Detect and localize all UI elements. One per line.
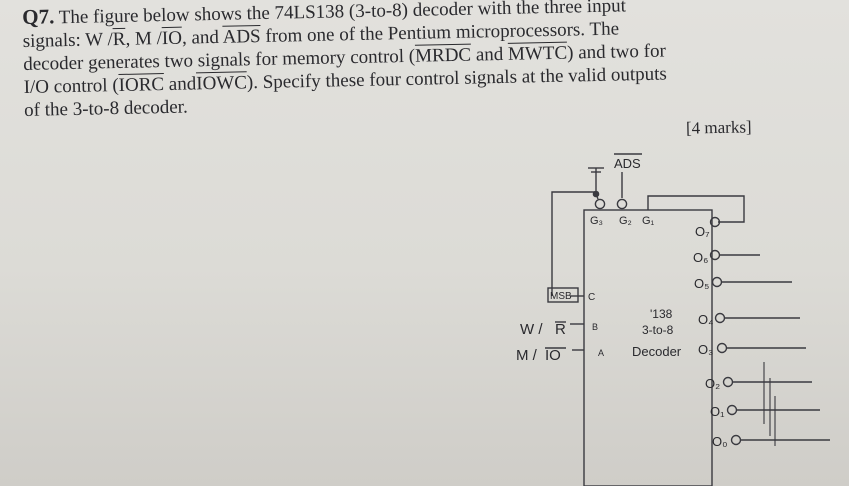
g1-feedback-wire <box>551 191 596 296</box>
chip-name: Decoder <box>632 344 682 359</box>
g1-label: G₁ <box>642 215 655 227</box>
g1-wire <box>647 195 745 223</box>
g2-bubble <box>616 198 628 210</box>
output-bubble <box>726 404 738 416</box>
output-bubble <box>709 216 721 228</box>
signal-mio-bar-label: IO <box>545 347 561 364</box>
output-bubble <box>722 376 734 388</box>
chip-number: '138 <box>650 307 673 321</box>
output-bubble <box>711 276 723 288</box>
input-c-label: C <box>588 292 595 303</box>
g3-bubble <box>594 198 606 210</box>
output-bubble <box>714 312 726 324</box>
output-o3: O₃ <box>698 342 713 357</box>
msb-label: MSB <box>550 291 572 302</box>
signal-mio-label: M / <box>516 347 538 364</box>
input-a-label: A <box>598 348 604 358</box>
output-o0: O₀ <box>712 434 728 449</box>
output-bubble <box>730 434 742 446</box>
signal-wr-label: W / <box>520 321 543 338</box>
signal-wr-bar-label: R <box>555 321 566 338</box>
input-b-label: B <box>592 322 598 332</box>
output-o4: O₄ <box>698 312 713 327</box>
output-bubble <box>716 342 728 354</box>
g3-label: G₃ <box>590 215 603 227</box>
output-o7: O₇ <box>695 224 710 239</box>
output-bubble <box>709 249 721 261</box>
ads-label: ADS <box>614 156 641 171</box>
output-o6: O₆ <box>693 250 708 265</box>
msb-box <box>547 287 579 303</box>
output-o2: O₂ <box>705 376 720 391</box>
chip-type: 3-to-8 <box>642 323 674 337</box>
g2-label: G₂ <box>619 215 632 227</box>
output-o1: O₁ <box>710 404 725 419</box>
output-o5: O₅ <box>694 276 709 291</box>
